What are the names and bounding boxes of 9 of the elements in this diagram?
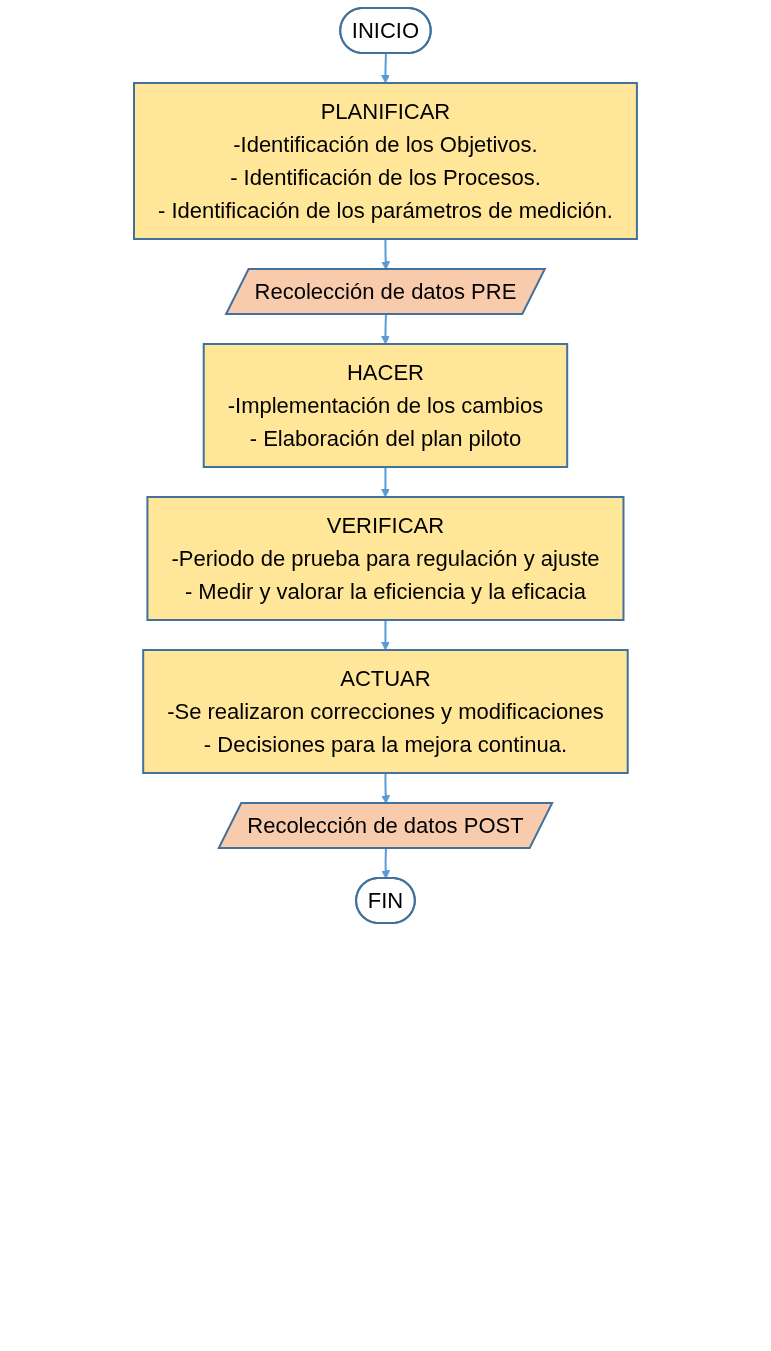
arrow bbox=[381, 238, 391, 270]
node-box: VERIFICAR -Periodo de prueba para regulación y ajuste - Medir y valorar la eficiencia y la eficacia bbox=[146, 496, 625, 621]
arrow bbox=[381, 619, 390, 651]
node-box: HACER -Implementación de los cambios - Elaboración del plan piloto bbox=[202, 343, 569, 468]
arrow bbox=[381, 466, 390, 498]
arrow bbox=[381, 772, 391, 804]
arrow bbox=[381, 52, 390, 84]
node-box: PLANIFICAR -Identificación de los Objetivos. - Identificación de los Procesos. - Identificación de los parámetros de medición. bbox=[133, 82, 638, 240]
node-box: ACTUAR -Se realizaron correcciones y modificaciones - Decisiones para la mejora continua. bbox=[142, 649, 629, 774]
